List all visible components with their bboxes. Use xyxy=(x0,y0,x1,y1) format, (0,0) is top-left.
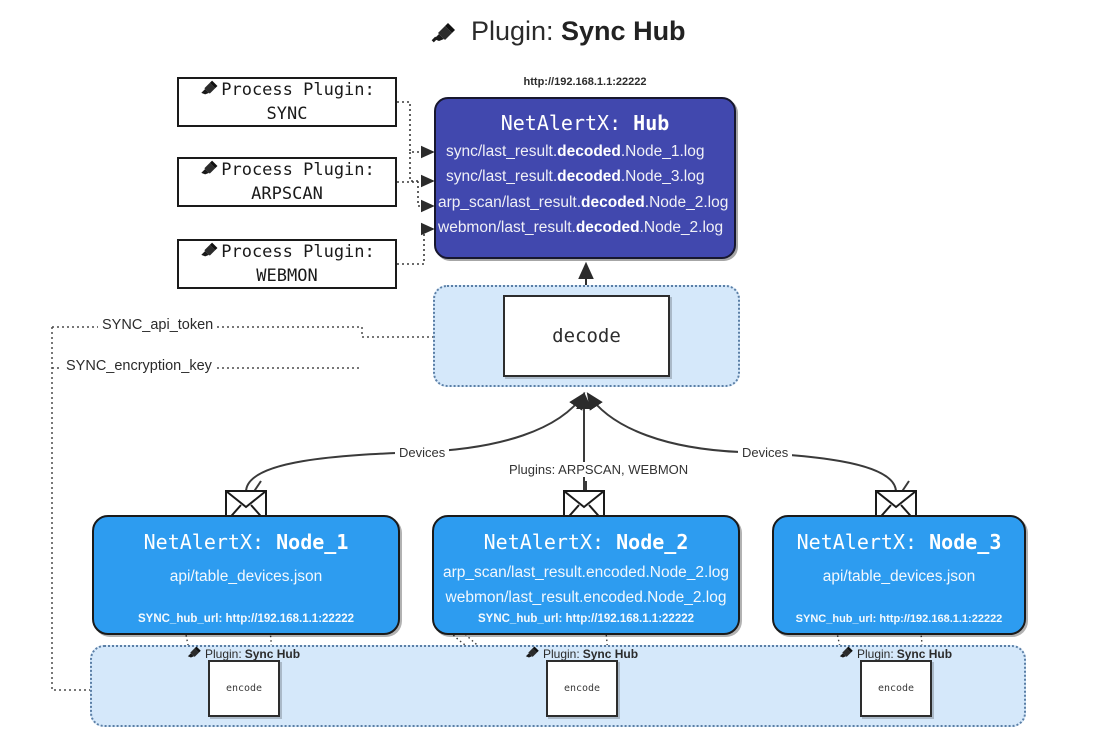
process-plugin-name: WEBMON xyxy=(256,265,318,286)
hub-node[interactable]: NetAlertX: Hub sync/last_result.decoded.… xyxy=(434,97,736,259)
edge-nodes-to-decode xyxy=(245,391,897,493)
node-line-list: arp_scan/last_result.encoded.Node_2.log … xyxy=(434,560,738,610)
process-plugin-label: Process Plugin: xyxy=(221,242,375,263)
plug-icon xyxy=(838,645,854,662)
hub-log-row: sync/last_result.decoded.Node_1.log xyxy=(446,143,705,160)
decode-box[interactable]: decode xyxy=(503,295,670,377)
node-line: api/table_devices.json xyxy=(822,568,976,585)
plug-icon xyxy=(199,79,219,103)
hub-log-list: sync/last_result.decoded.Node_1.log sync… xyxy=(436,139,734,241)
node-box-node-1[interactable]: NetAlertX: Node_1 api/table_devices.json… xyxy=(92,515,400,635)
encode-box-2[interactable]: encode xyxy=(546,660,618,717)
hub-title-prefix: NetAlertX: xyxy=(500,111,622,135)
plug-icon xyxy=(199,159,219,183)
edge-label-plugins-center: Plugins: ARPSCAN, WEBMON xyxy=(505,462,693,477)
node-box-node-2[interactable]: NetAlertX: Node_2 arp_scan/last_result.e… xyxy=(432,515,740,635)
plug-icon xyxy=(186,645,202,662)
edge-label-devices-left: Devices xyxy=(395,445,450,460)
plug-icon xyxy=(199,241,219,265)
process-plugin-sync[interactable]: Process Plugin: SYNC xyxy=(177,77,397,127)
encoder-plugin-label-2: Plugin:Sync Hub xyxy=(524,645,638,662)
edge-secrets-to-decode xyxy=(51,326,497,696)
encoder-plugin-label-3: Plugin:Sync Hub xyxy=(838,645,952,662)
process-plugin-webmon[interactable]: Process Plugin: WEBMON xyxy=(177,239,397,289)
hub-url-label: http://192.168.1.1:22222 xyxy=(523,76,647,88)
plug-icon xyxy=(431,19,457,50)
hub-log-row: arp_scan/last_result.decoded.Node_2.log xyxy=(438,193,729,211)
encoder-plugin-label-1: Plugin:Sync Hub xyxy=(186,645,300,662)
encode-box-1[interactable]: encode xyxy=(208,660,280,717)
node-line-list: api/table_devices.json xyxy=(94,564,398,589)
title-prefix: Plugin: xyxy=(470,16,554,46)
edge-webmon-plugin-to-hub xyxy=(397,222,435,265)
node-title: NetAlertX: Node_1 xyxy=(143,530,349,554)
sync-api-token-label: SYNC_api_token xyxy=(98,317,218,333)
node-hub-url: SYNC_hub_url: http://192.168.1.1:22222 xyxy=(477,613,695,625)
hub-log-row: webmon/last_result.decoded.Node_2.log xyxy=(438,219,724,237)
node-hub-url: SYNC_hub_url: http://192.168.1.1:22222 xyxy=(795,613,1003,625)
sync-encryption-key-label: SYNC_encryption_key xyxy=(62,358,216,374)
process-plugin-name: ARPSCAN xyxy=(251,183,323,204)
node-line: arp_scan/last_result.encoded.Node_2.log xyxy=(442,564,730,581)
page-title: Plugin: Sync Hub xyxy=(0,16,1117,50)
node-box-node-3[interactable]: NetAlertX: Node_3 api/table_devices.json… xyxy=(772,515,1026,635)
edge-sync-plugin-to-hub xyxy=(397,101,435,188)
plug-icon xyxy=(524,645,540,662)
node-title: NetAlertX: Node_2 xyxy=(483,530,689,554)
process-plugin-label: Process Plugin: xyxy=(221,80,375,101)
node-hub-url: SYNC_hub_url: http://192.168.1.1:22222 xyxy=(137,613,355,625)
encode-box-3[interactable]: encode xyxy=(860,660,932,717)
process-plugin-name: SYNC xyxy=(266,103,308,124)
node-title: NetAlertX: Node_3 xyxy=(796,530,1002,554)
hub-title-name: Hub xyxy=(633,111,670,135)
node-line-list: api/table_devices.json xyxy=(774,564,1024,589)
edge-arpscan-plugin-to-hub xyxy=(397,181,435,213)
hub-log-row: sync/last_result.decoded.Node_3.log xyxy=(446,168,705,186)
title-name: Sync Hub xyxy=(561,16,686,46)
node-line: api/table_devices.json xyxy=(169,568,323,585)
process-plugin-label: Process Plugin: xyxy=(221,160,375,181)
process-plugin-arpscan[interactable]: Process Plugin: ARPSCAN xyxy=(177,157,397,207)
node-line: webmon/last_result.encoded.Node_2.log xyxy=(445,589,727,607)
edge-label-devices-right: Devices xyxy=(738,445,793,460)
hub-title: NetAlertX: Hub xyxy=(436,111,734,135)
